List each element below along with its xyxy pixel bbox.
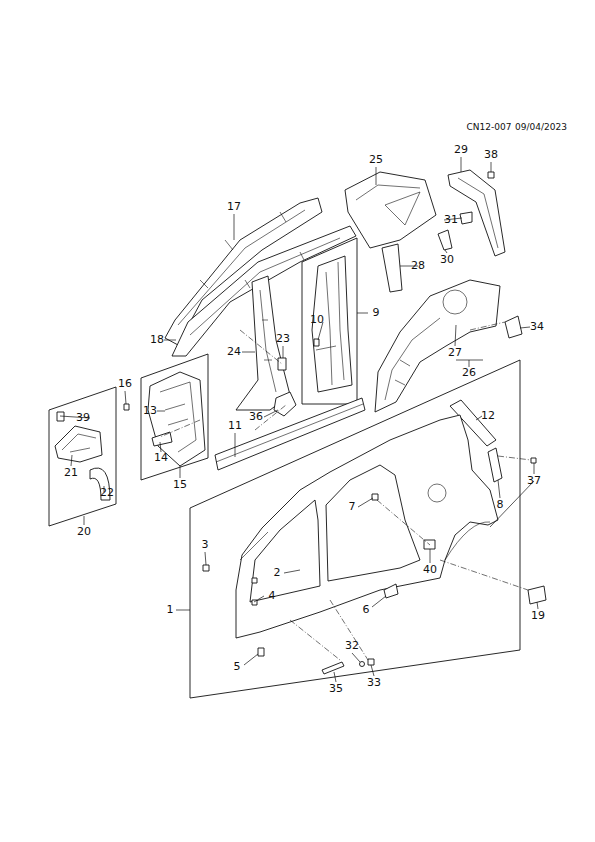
callout-number: 27: [447, 347, 463, 359]
group-frame: [302, 238, 357, 404]
clip-part: [124, 404, 129, 410]
group-frame: [190, 360, 520, 698]
drawing-code: 09/04/2023: [514, 121, 568, 133]
group-frame: [141, 354, 208, 480]
pillar-part: [236, 276, 290, 410]
part-detail: [443, 290, 467, 314]
fuel-door: [428, 484, 446, 502]
bracket-part: [55, 426, 102, 462]
callout-number: 32: [344, 640, 360, 652]
clip-part: [252, 578, 257, 583]
panel-part: [148, 372, 205, 466]
callout-number: 12: [480, 410, 496, 422]
callout-number: 8: [496, 499, 505, 511]
callout-number: 35: [328, 683, 344, 695]
grille-part: [528, 586, 546, 604]
callout-number: 21: [63, 467, 79, 479]
callout-number: 20: [76, 526, 92, 538]
clip-part: [531, 458, 536, 463]
part-detail: [240, 522, 490, 560]
drawing-code: CN12-007: [466, 121, 513, 133]
callout-number: 37: [526, 475, 542, 487]
callout-number: 9: [372, 307, 381, 319]
door-opening: [250, 500, 320, 602]
callout-number: 31: [443, 214, 459, 226]
callout-number: 28: [410, 260, 426, 272]
callout-number: 11: [227, 420, 243, 432]
part-detail: [458, 178, 498, 248]
callout-number: 19: [530, 610, 546, 622]
bracket-part: [382, 244, 402, 292]
callout-number: 30: [439, 254, 455, 266]
callout-number: 6: [362, 604, 371, 616]
callout-number: 39: [75, 412, 91, 424]
callout-number: 15: [172, 479, 188, 491]
callout-number: 24: [226, 346, 242, 358]
quarter-inner-part: [375, 280, 500, 412]
part-detail: [385, 318, 440, 400]
callout-number: 14: [153, 452, 169, 464]
bracket-part: [278, 358, 286, 370]
callout-number: 5: [233, 661, 242, 673]
plate-part: [274, 392, 296, 416]
callout-number: 33: [366, 677, 382, 689]
assembly-line: [160, 322, 531, 660]
bracket-part: [384, 584, 398, 598]
callout-number: 25: [368, 154, 384, 166]
clip-part: [372, 494, 378, 500]
part-detail: [62, 434, 96, 452]
callout-number: 22: [99, 487, 115, 499]
sill-part: [215, 398, 365, 470]
group-frame: [49, 387, 116, 526]
callout-number: 3: [201, 539, 210, 551]
part-detail: [216, 404, 363, 462]
pillar-part: [448, 170, 505, 256]
callout-number: 26: [461, 367, 477, 379]
pin-part: [360, 662, 365, 667]
part-detail: [356, 185, 420, 225]
callout-number: 40: [422, 564, 438, 576]
door-opening: [326, 465, 420, 581]
bracket-part: [488, 448, 502, 482]
callout-number: 23: [275, 333, 291, 345]
callout-number: 10: [309, 314, 325, 326]
callout-number: 18: [149, 334, 165, 346]
trim-part: [322, 662, 344, 674]
callout-number: 16: [117, 378, 133, 390]
clip-part: [368, 659, 374, 665]
clip-part: [258, 648, 264, 656]
grille-part: [505, 316, 522, 338]
callout-number: 2: [273, 567, 282, 579]
bracket-part: [438, 230, 452, 250]
clip-part: [488, 172, 494, 178]
clip-part: [203, 565, 209, 571]
header-part: [345, 172, 436, 248]
callout-number: 13: [142, 405, 158, 417]
leader-line: [60, 157, 538, 682]
callout-number: 38: [483, 149, 499, 161]
callout-number: 29: [453, 144, 469, 156]
callout-number: 17: [226, 201, 242, 213]
callout-number: 36: [248, 411, 264, 423]
bracket-part: [152, 432, 172, 446]
callout-number: 7: [348, 501, 357, 513]
part-detail: [260, 290, 276, 392]
callout-number: 4: [268, 590, 277, 602]
callout-number: 1: [166, 604, 175, 616]
body-side-part: [236, 415, 498, 638]
callout-number: 34: [529, 321, 545, 333]
